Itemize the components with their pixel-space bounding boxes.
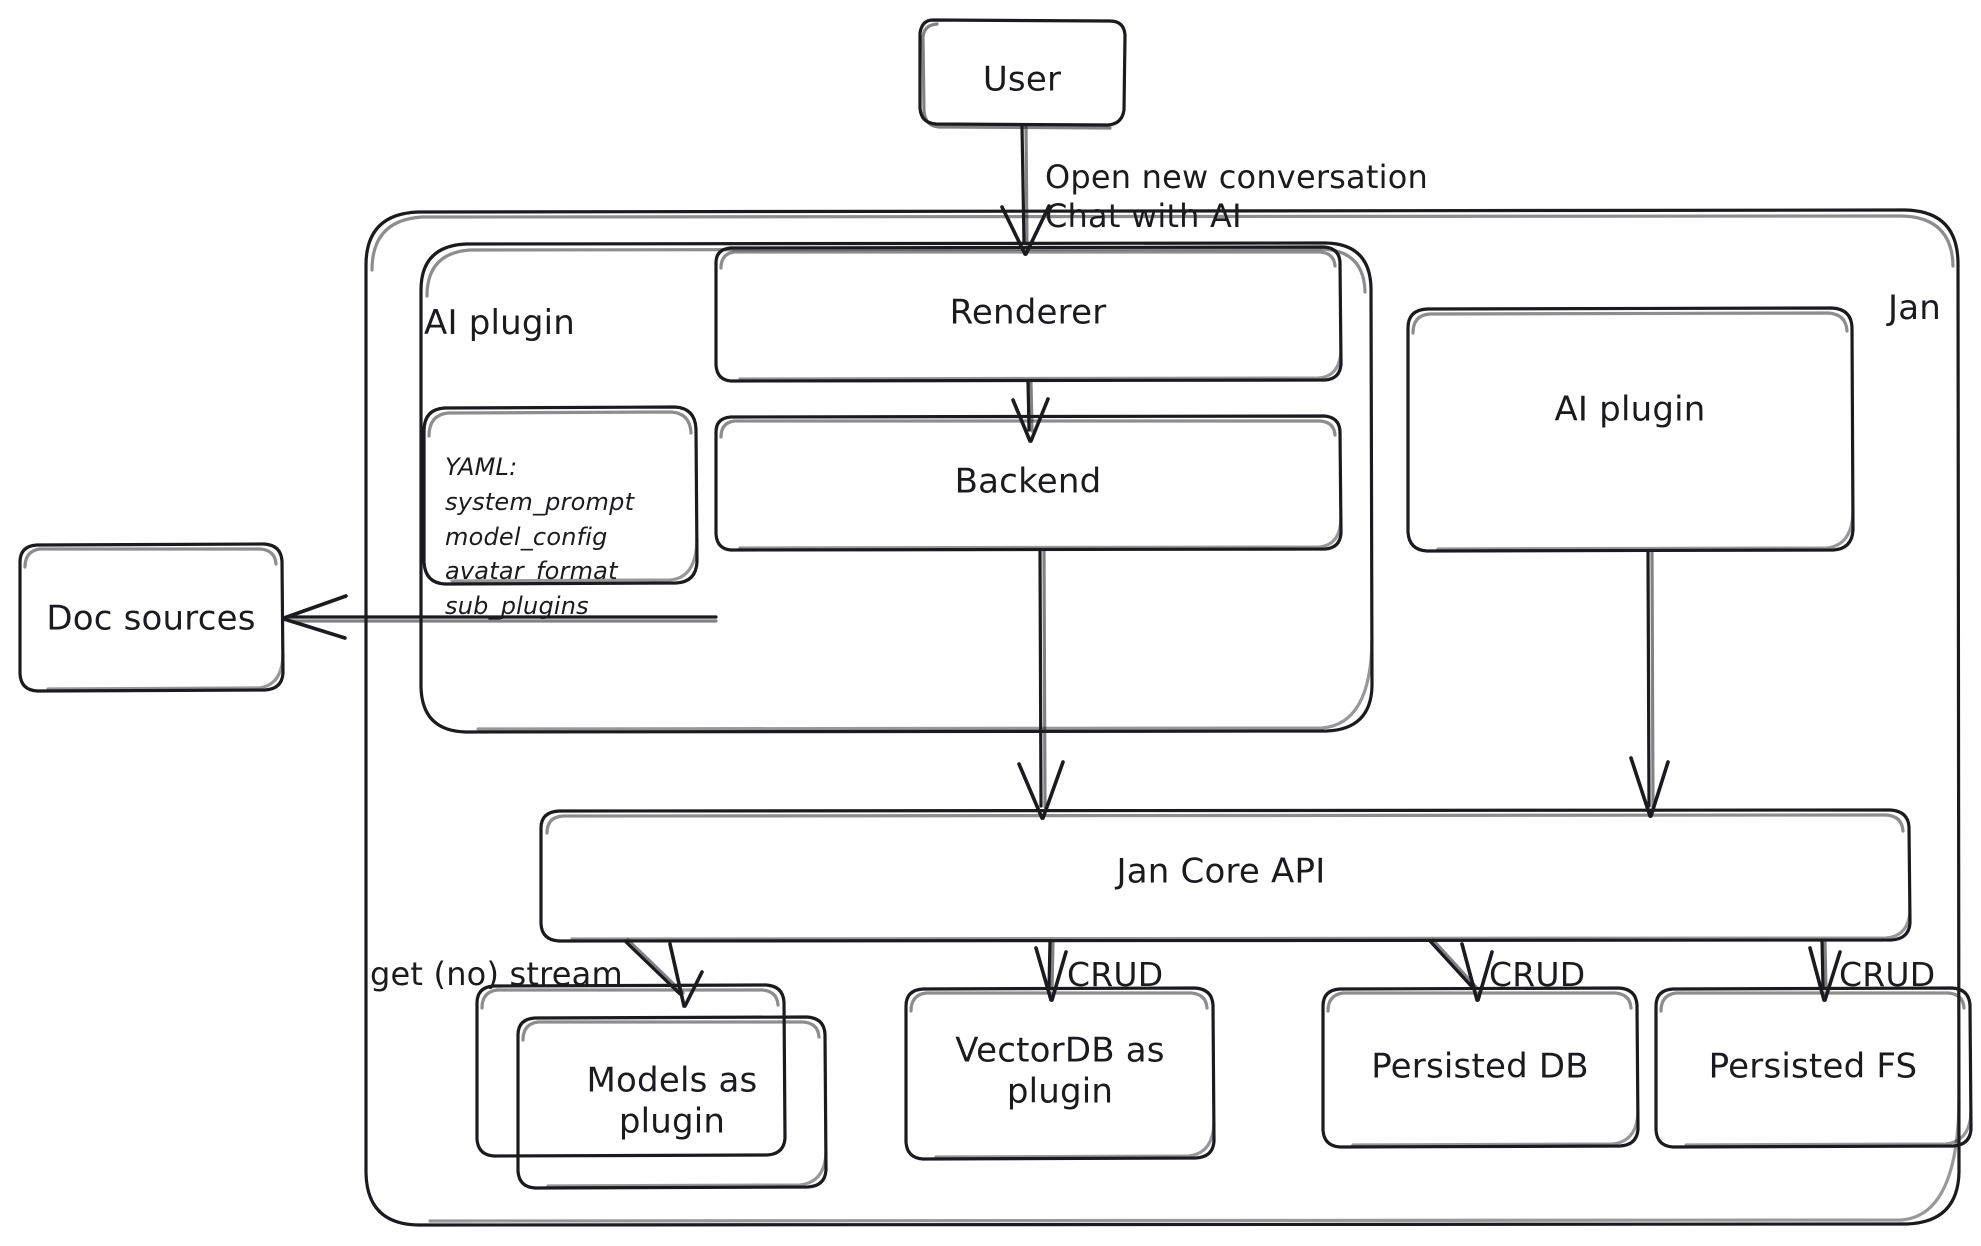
- models-as-plugin-node-shape[interactable]: [516, 1015, 828, 1190]
- user-node-shape[interactable]: [918, 18, 1127, 130]
- edge-jan-core-api-to-persisted-fs: [1808, 939, 1842, 1002]
- ai-plugin-node-shape[interactable]: [1406, 306, 1855, 553]
- edge-backend-to-jan-core-api: [1017, 548, 1065, 820]
- yaml-note[interactable]: [422, 405, 700, 586]
- vectordb-as-plugin-node[interactable]: [904, 986, 1216, 1161]
- doc-sources-node[interactable]: [18, 542, 286, 693]
- models-as-plugin-node[interactable]: [475, 983, 828, 1190]
- edge-jan-core-api-to-vectordb: [1034, 939, 1068, 1002]
- doc-sources-node-shape[interactable]: [18, 542, 285, 693]
- backend-node-shape[interactable]: [714, 414, 1343, 552]
- vectordb-as-plugin-node-shape[interactable]: [904, 986, 1216, 1161]
- models-as-plugin-back-shape[interactable]: [475, 983, 787, 1158]
- renderer-node[interactable]: [714, 245, 1344, 383]
- persisted-db-node[interactable]: [1321, 986, 1640, 1149]
- edge-jan-core-api-to-persisted-db: [1428, 938, 1494, 1002]
- jan-core-api-node-shape[interactable]: [539, 808, 1912, 943]
- user-node[interactable]: [918, 18, 1128, 128]
- ai-plugin-group-shape[interactable]: [419, 241, 1374, 734]
- persisted-fs-node-shape[interactable]: [1654, 986, 1973, 1149]
- jan-group-shape[interactable]: [364, 208, 1961, 1227]
- edge-user-to-renderer: [1000, 124, 1051, 256]
- backend-node[interactable]: [714, 414, 1344, 552]
- edge-ai-plugin-to-jan-core-api: [1629, 549, 1670, 818]
- yaml-note-shape[interactable]: [422, 405, 699, 586]
- ai-plugin-node[interactable]: [1406, 306, 1856, 553]
- edge-renderer-to-backend: [1011, 379, 1050, 443]
- jan-core-api-node[interactable]: [539, 808, 1913, 943]
- edge-backend-to-doc-sources: [282, 594, 718, 640]
- persisted-fs-node[interactable]: [1654, 986, 1973, 1149]
- edge-jan-core-api-to-models: [623, 938, 704, 1008]
